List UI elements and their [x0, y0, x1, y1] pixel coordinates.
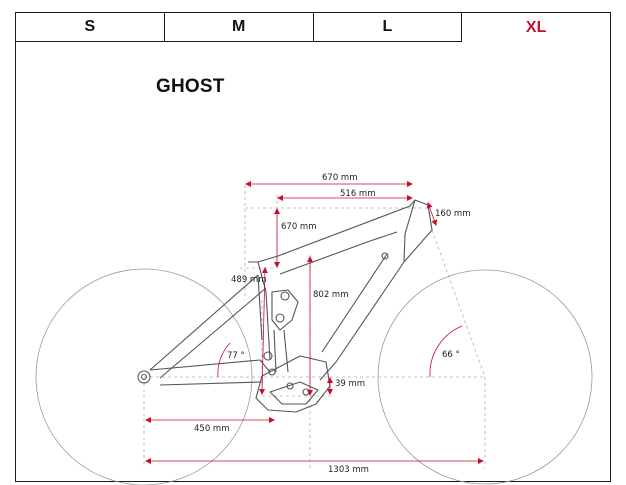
brand-logo: GHOST: [156, 76, 225, 97]
tab-size-s[interactable]: S: [15, 12, 165, 42]
label-seat-tube: 489 mm: [231, 275, 267, 285]
label-head-angle: 66 °: [442, 350, 460, 360]
size-tabs: S M L XL: [15, 12, 611, 42]
tab-size-xl[interactable]: XL: [462, 12, 611, 42]
label-frame-height: 802 mm: [313, 290, 349, 300]
geometry-panel: [15, 12, 611, 482]
dimension-lines: [145, 181, 484, 464]
label-stack: 670 mm: [281, 222, 317, 232]
tab-size-m[interactable]: M: [164, 12, 314, 42]
label-top-tube: 516 mm: [340, 189, 376, 199]
label-reach-total: 670 mm: [322, 173, 358, 183]
label-head-tube: 160 mm: [435, 209, 471, 219]
label-chainstay: 450 mm: [194, 424, 230, 434]
tab-size-l[interactable]: L: [313, 12, 463, 42]
label-wheelbase: 1303 mm: [328, 465, 369, 475]
label-seat-angle: 77 °: [227, 351, 245, 361]
label-bb-drop: 39 mm: [335, 379, 365, 389]
measurement-labels: 670 mm 516 mm 160 mm 670 mm 489 mm 802 m…: [194, 173, 471, 475]
